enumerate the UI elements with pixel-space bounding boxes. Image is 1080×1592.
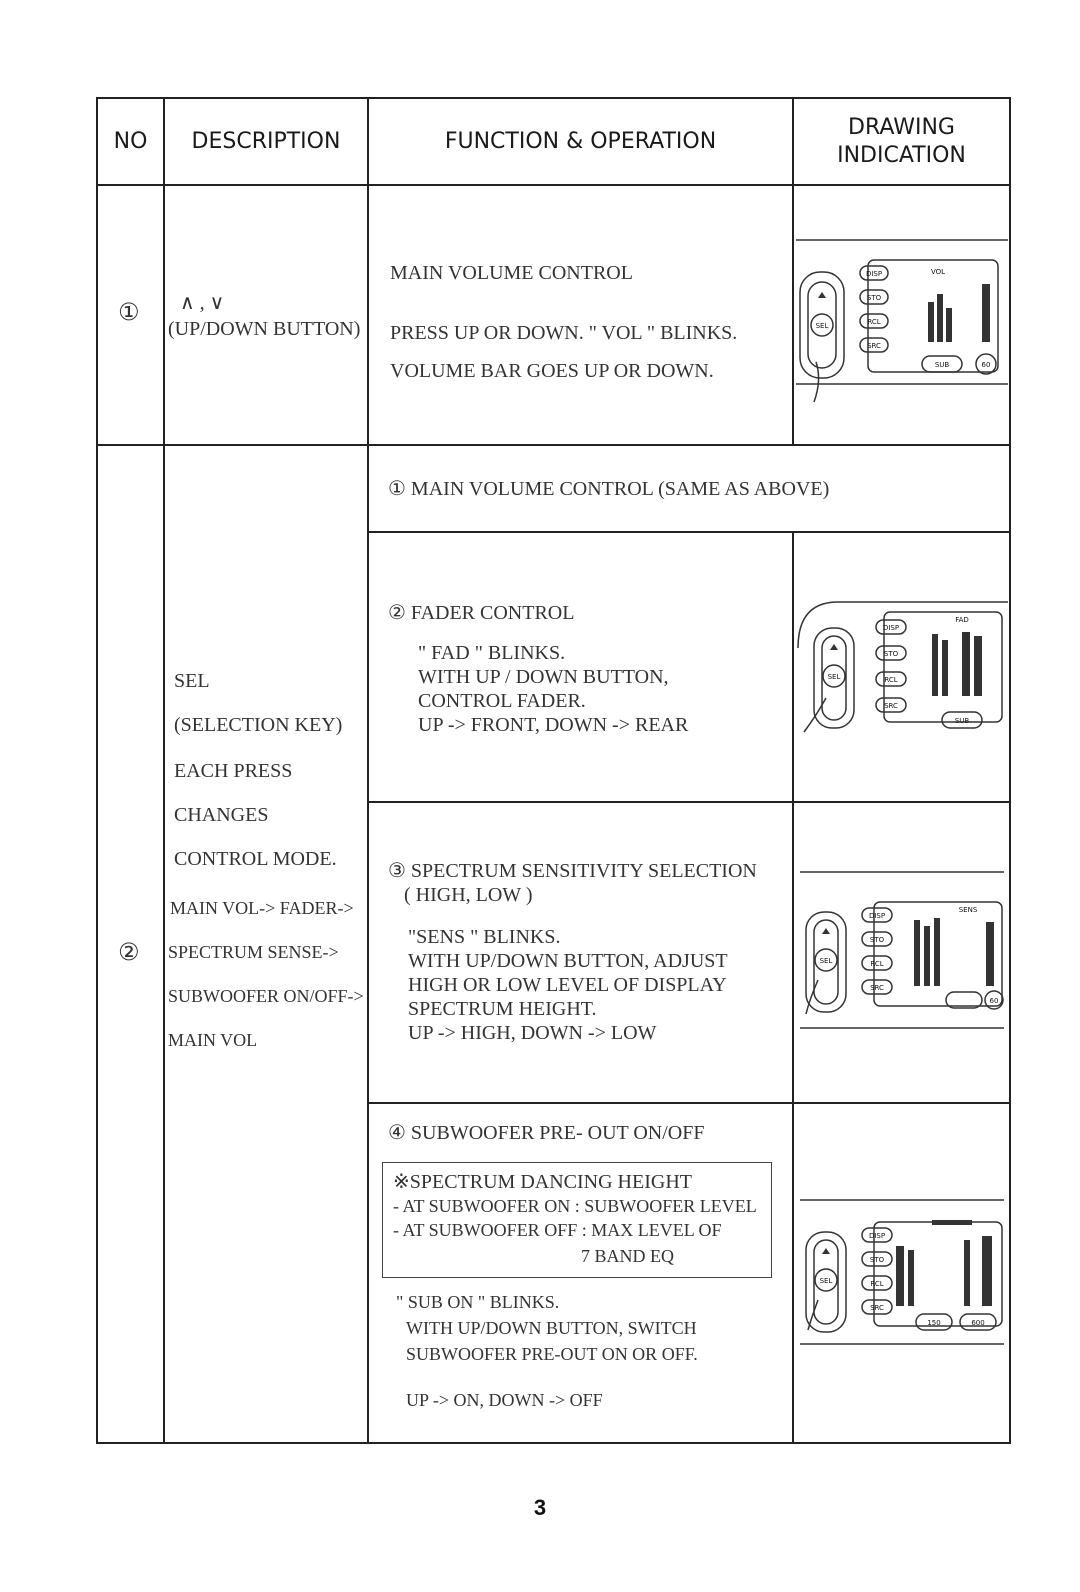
svg-text:STO: STO bbox=[867, 294, 882, 302]
drawing-subwoofer-preout: DISP STO RCL SRC SEL 150 600 bbox=[800, 1199, 1004, 1345]
sub3-line2: WITH UP/DOWN BUTTON, ADJUST bbox=[408, 950, 728, 972]
svg-text:60: 60 bbox=[990, 997, 999, 1005]
svg-text:150: 150 bbox=[927, 1319, 940, 1327]
sub2-line1: " FAD " BLINKS. bbox=[418, 642, 566, 664]
drawing-spectrum-sensitivity: DISP STO RCL SRC SEL 60 SENS bbox=[800, 871, 1004, 1029]
header-function: FUNCTION & OPERATION bbox=[444, 128, 717, 154]
header-description: DESCRIPTION bbox=[191, 128, 341, 154]
svg-text:RCL: RCL bbox=[884, 676, 897, 684]
svg-text:SEL: SEL bbox=[816, 322, 829, 330]
sub1-title: ① MAIN VOLUME CONTROL (SAME AS ABOVE) bbox=[388, 478, 830, 500]
row2-desc-control-mode: CONTROL MODE. bbox=[174, 848, 337, 870]
row2-desc-sel: SEL bbox=[174, 670, 210, 692]
svg-text:SENS: SENS bbox=[959, 906, 978, 914]
row1-func-title: MAIN VOLUME CONTROL bbox=[390, 262, 633, 284]
svg-text:SRC: SRC bbox=[884, 702, 898, 710]
row1-func-line3: VOLUME BAR GOES UP OR DOWN. bbox=[390, 360, 714, 382]
svg-text:RCL: RCL bbox=[867, 318, 880, 326]
row2-desc-changes: CHANGES bbox=[174, 804, 269, 826]
sub2-line3: CONTROL FADER. bbox=[418, 690, 586, 712]
sub4-line3: SUBWOOFER PRE-OUT ON OR OFF. bbox=[406, 1344, 698, 1364]
sub2-line4: UP -> FRONT, DOWN -> REAR bbox=[418, 714, 689, 736]
svg-text:STO: STO bbox=[884, 650, 899, 658]
svg-text:SEL: SEL bbox=[820, 1277, 833, 1285]
svg-text:SUB: SUB bbox=[955, 717, 970, 725]
row1-desc-button: (UP/DOWN BUTTON) bbox=[168, 318, 361, 340]
row2-desc-cycle-2: SPECTRUM SENSE-> bbox=[168, 942, 339, 962]
row2-desc-cycle-3: SUBWOOFER ON/OFF-> bbox=[168, 986, 364, 1006]
drawing-fader-control: DISP STO RCL SRC SEL SUB FAD bbox=[797, 601, 1008, 733]
drawing-volume-control: DISP STO RCL SRC SEL SUB 60 VOL bbox=[796, 239, 1008, 403]
row1-number: ① bbox=[118, 298, 140, 326]
sub3-line5: UP -> HIGH, DOWN -> LOW bbox=[408, 1022, 657, 1044]
svg-text:VOL: VOL bbox=[931, 268, 945, 276]
svg-text:STO: STO bbox=[870, 936, 885, 944]
svg-text:SEL: SEL bbox=[828, 673, 841, 681]
row2-desc-each-press: EACH PRESS bbox=[174, 760, 293, 782]
svg-text:RCL: RCL bbox=[870, 1280, 883, 1288]
sub2-title: ② FADER CONTROL bbox=[388, 602, 575, 624]
sub4-line2: WITH UP/DOWN BUTTON, SWITCH bbox=[406, 1318, 697, 1338]
svg-text:RCL: RCL bbox=[870, 960, 883, 968]
sub4-note-line4: 7 BAND EQ bbox=[581, 1246, 674, 1266]
svg-text:SRC: SRC bbox=[870, 1304, 884, 1312]
sub4-note-line2: - AT SUBWOOFER ON : SUBWOOFER LEVEL bbox=[393, 1196, 757, 1216]
row2-number: ② bbox=[118, 938, 140, 966]
sub4-note-line1: ※SPECTRUM DANCING HEIGHT bbox=[393, 1171, 692, 1193]
svg-text:60: 60 bbox=[982, 361, 991, 369]
header-drawing-line2: INDICATION bbox=[837, 142, 966, 168]
svg-text:SUB: SUB bbox=[935, 361, 950, 369]
row2-desc-selection-key: (SELECTION KEY) bbox=[174, 714, 343, 736]
sub4-title: ④ SUBWOOFER PRE- OUT ON/OFF bbox=[388, 1122, 705, 1144]
sub2-line2: WITH UP / DOWN BUTTON, bbox=[418, 666, 669, 688]
sub4-line1: " SUB ON " BLINKS. bbox=[396, 1292, 560, 1312]
sub3-line1: "SENS " BLINKS. bbox=[408, 926, 561, 948]
sub3-title-line1: ③ SPECTRUM SENSITIVITY SELECTION bbox=[388, 860, 757, 882]
svg-text:STO: STO bbox=[870, 1256, 885, 1264]
row2-desc-cycle-1: MAIN VOL-> FADER-> bbox=[170, 898, 354, 918]
svg-text:FAD: FAD bbox=[955, 616, 969, 624]
header-drawing-line1: DRAWING bbox=[848, 115, 955, 140]
svg-text:600: 600 bbox=[971, 1319, 984, 1327]
svg-text:DISP: DISP bbox=[883, 624, 899, 632]
sub3-line3: HIGH OR LOW LEVEL OF DISPLAY bbox=[408, 974, 727, 996]
sub4-note-line3: - AT SUBWOOFER OFF : MAX LEVEL OF bbox=[393, 1220, 722, 1240]
sub3-title-line2: ( HIGH, LOW ) bbox=[404, 884, 533, 906]
row1-func-line2: PRESS UP OR DOWN. " VOL " BLINKS. bbox=[390, 322, 738, 344]
sub3-line4: SPECTRUM HEIGHT. bbox=[408, 998, 597, 1020]
page-number: 3 bbox=[533, 1495, 547, 1520]
header-drawing: DRAWING INDICATION bbox=[793, 98, 1010, 185]
header-no: NO bbox=[113, 128, 148, 154]
row2-desc-cycle-4: MAIN VOL bbox=[168, 1030, 258, 1050]
svg-text:DISP: DISP bbox=[869, 912, 885, 920]
svg-text:SRC: SRC bbox=[867, 342, 881, 350]
svg-text:DISP: DISP bbox=[866, 270, 882, 278]
sub4-note-box: ※SPECTRUM DANCING HEIGHT - AT SUBWOOFER … bbox=[382, 1162, 772, 1278]
svg-text:SRC: SRC bbox=[870, 984, 884, 992]
svg-text:SEL: SEL bbox=[820, 957, 833, 965]
row1-desc-arrows: ∧ , ∨ bbox=[180, 292, 225, 314]
svg-text:DISP: DISP bbox=[869, 1232, 885, 1240]
sub4-line4: UP -> ON, DOWN -> OFF bbox=[406, 1390, 603, 1410]
